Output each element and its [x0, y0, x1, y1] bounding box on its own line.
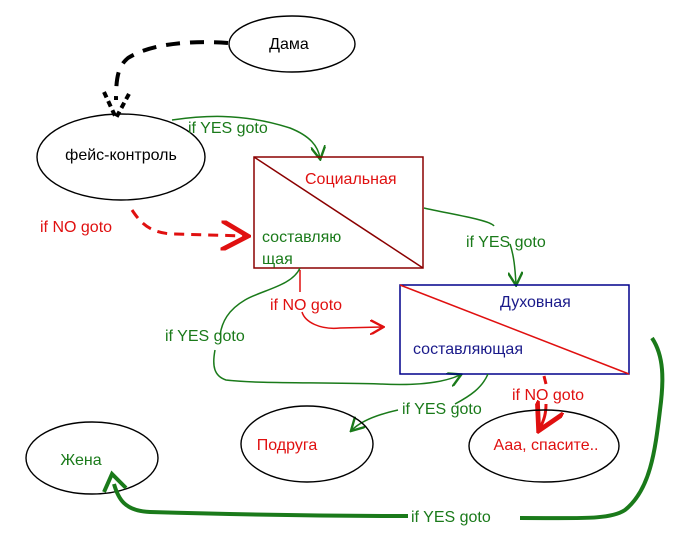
node-podruga-label: Подруга [257, 437, 318, 454]
node-face-control-label: фейс-контроль [65, 147, 177, 164]
edge-fc-yes [171, 115, 320, 158]
node-social-top-label: Социальная [305, 171, 397, 188]
edge-spiritual-yes-zhena-head [102, 470, 128, 493]
edge-social-no [299, 270, 382, 328]
node-podruga [240, 405, 374, 483]
node-face-control [36, 113, 206, 201]
node-social-bottom-label-1: составляю [262, 229, 341, 246]
node-social-diagonal [253, 156, 424, 269]
edge-fc-no [130, 209, 245, 236]
edge-social-yes-left-label: if YES goto [165, 328, 245, 345]
edge-fc-no-label: if NO goto [40, 219, 112, 236]
edge-spiritual-yes-podruga-label: if YES goto [402, 401, 482, 418]
node-help [468, 409, 620, 483]
node-dama [228, 15, 356, 73]
edge-dama-facecontrol [114, 40, 229, 101]
edge-spiritual-yes-zhena-label: if YES goto [411, 509, 491, 526]
edge-social-yes [423, 207, 516, 284]
edge-spiritual-yes-zhena [112, 336, 665, 521]
node-spiritual-bottom-label: составляющая [413, 341, 523, 358]
node-spiritual [399, 284, 630, 375]
node-dama-label: Дама [269, 36, 309, 53]
node-spiritual-diagonal [399, 284, 630, 375]
edge-spiritual-no-label: if NO goto [512, 387, 584, 404]
node-social-bottom-label-2: щая [262, 251, 293, 268]
node-help-label: Ааа, спасите.. [494, 437, 599, 454]
edge-spiritual-no [540, 375, 546, 428]
node-spiritual-top-label: Духовная [500, 294, 571, 311]
node-zhena-label: Жена [60, 452, 101, 469]
edge-spiritual-yes-podruga [352, 373, 489, 430]
edge-social-no-label: if NO goto [270, 297, 342, 314]
edge-fc-yes-label: if YES goto [188, 120, 268, 137]
edge-social-yes-label: if YES goto [466, 234, 546, 251]
node-zhena [25, 421, 159, 495]
edge-social-yes-left [213, 267, 460, 385]
node-social [253, 156, 424, 269]
